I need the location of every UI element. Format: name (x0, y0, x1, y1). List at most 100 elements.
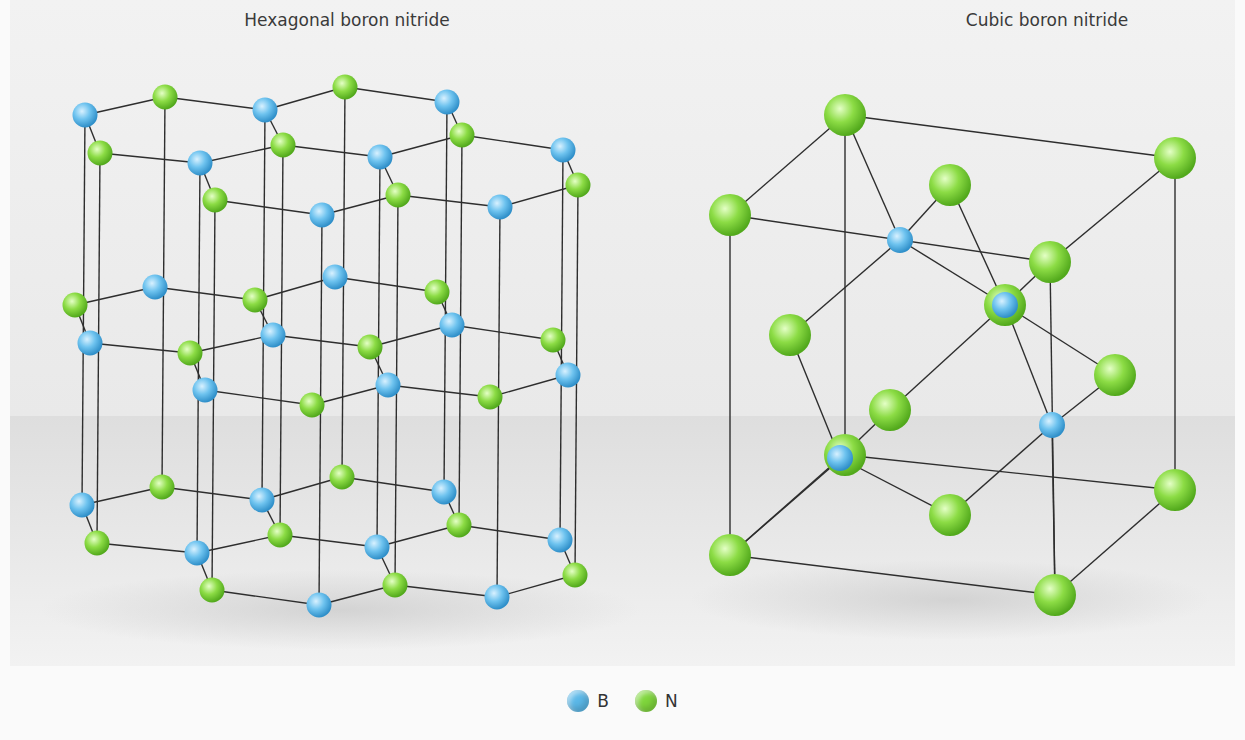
heading-label: Hexagonal boron nitride (244, 10, 449, 30)
nitrogen-atom (200, 578, 225, 603)
boron-atom (143, 275, 168, 300)
boron-atom (376, 373, 401, 398)
boron-atom (193, 378, 218, 403)
bond-line (380, 135, 462, 157)
bond-line (395, 585, 497, 597)
bond-line (790, 240, 900, 335)
nitrogen-atom (383, 573, 408, 598)
bond-line (155, 287, 255, 300)
bond-line (215, 200, 322, 215)
nitrogen-atom (450, 123, 475, 148)
bond-line (90, 343, 190, 353)
bond-line (730, 458, 840, 555)
boron-atom (310, 203, 335, 228)
bond-line (388, 385, 490, 397)
nitrogen-atom (1154, 137, 1196, 179)
nitrogen-atom (478, 385, 503, 410)
nitrogen-atom (63, 293, 88, 318)
bond-line (1050, 158, 1175, 262)
bond-line (280, 535, 377, 547)
boron-atom (992, 292, 1018, 318)
bond-line (1055, 490, 1175, 595)
boron-atom (188, 151, 213, 176)
boron-atom (73, 103, 98, 128)
boron-atom (253, 98, 278, 123)
nitrogen-atom (330, 465, 355, 490)
boron-atom (488, 195, 513, 220)
bond-line (1052, 425, 1055, 595)
bond-line (283, 145, 380, 157)
boron-atom (827, 445, 853, 471)
bond-line (100, 153, 200, 163)
nitrogen-atom (85, 531, 110, 556)
nitrogen-atom (709, 534, 751, 576)
nitrogen-atom (178, 341, 203, 366)
nitrogen-atom (709, 194, 751, 236)
nitrogen-atom (1029, 241, 1071, 283)
boron-atom (432, 480, 457, 505)
bond-line (462, 135, 563, 150)
nitrogen-atom (1154, 469, 1196, 511)
nitrogen-atom (824, 434, 866, 476)
boron-atom (556, 363, 581, 388)
bond-line (377, 525, 459, 547)
boron-atom (435, 90, 460, 115)
nitrogen-atom (769, 314, 811, 356)
bond-line (273, 335, 370, 347)
boron-atom (78, 331, 103, 356)
boron-atom (887, 227, 913, 253)
bond-line (459, 525, 560, 540)
boron-atom (365, 535, 390, 560)
legend-swatch (567, 690, 589, 712)
nitrogen-atom (541, 328, 566, 353)
bond-line (345, 87, 447, 102)
bond-line (162, 487, 262, 500)
boron-atom (551, 138, 576, 163)
nitrogen-atom (150, 475, 175, 500)
bond-line (729, 215, 730, 555)
nitrogen-atom (153, 85, 178, 110)
bond-line (844, 115, 845, 455)
bond-line (370, 325, 452, 347)
nitrogen-atom (333, 75, 358, 100)
bond-line (890, 305, 1005, 410)
bond-line (730, 115, 845, 215)
nitrogen-atom (203, 188, 228, 213)
boron-atom (185, 541, 210, 566)
boron-atom (1039, 412, 1065, 438)
boron-atom (70, 493, 95, 518)
nitrogen-atom (271, 133, 296, 158)
nitrogen-atom (425, 280, 450, 305)
nitrogen-atom (824, 94, 866, 136)
bond-line (97, 543, 197, 553)
legend-text: B (597, 691, 609, 711)
boron-atom (440, 313, 465, 338)
bond-line (190, 335, 273, 353)
nitrogen-atom (386, 183, 411, 208)
legend-item: B (567, 690, 609, 712)
nitrogen-atom (1094, 354, 1136, 396)
bond-line (200, 145, 283, 163)
legend-swatch (635, 690, 657, 712)
nitrogen-atom (243, 288, 268, 313)
nitrogen-atom (929, 494, 971, 536)
boron-atom (323, 265, 348, 290)
nitrogen-atom (563, 563, 588, 588)
bond-line (342, 477, 444, 492)
nitrogen-atom (268, 523, 293, 548)
bond-line (730, 555, 1055, 595)
nitrogen-atom (300, 393, 325, 418)
bond-line (845, 115, 1175, 158)
nitrogen-atom (358, 335, 383, 360)
bond-line (335, 277, 437, 292)
nitrogen-atom (88, 141, 113, 166)
bond-line (845, 455, 1175, 490)
bond-line (165, 97, 265, 110)
bond-line (730, 455, 845, 555)
nitrogen-atom (869, 389, 911, 431)
boron-atom (250, 488, 275, 513)
legend-text: N (665, 691, 678, 711)
bond-line (212, 590, 319, 605)
